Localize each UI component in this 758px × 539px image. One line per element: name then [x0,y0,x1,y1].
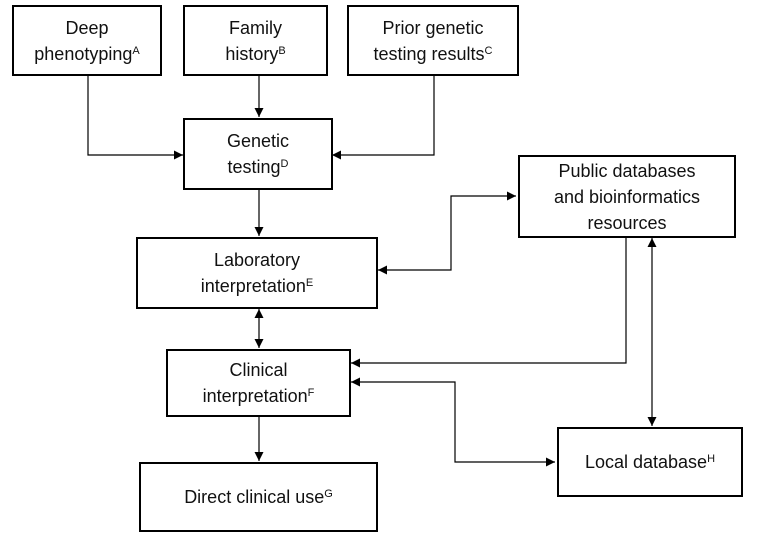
genetic-testing-box: Genetic testingD [183,118,333,190]
node-label: Family historyB [225,15,285,67]
prior-genetic-testing-box: Prior genetic testing resultsC [347,5,519,76]
node-footnote-letter: B [278,44,286,57]
node-label-text: history [225,43,279,64]
direct-clinical-use-box: Direct clinical useG [139,462,378,532]
node-label-line: resources [554,210,700,236]
node-label-text: resources [587,212,667,233]
node-label-line: interpretationE [201,273,313,299]
node-label: Clinical interpretationF [203,357,315,409]
node-label-line: and bioinformatics [554,184,700,210]
node-label-line: Clinical [203,357,315,383]
node-label-line: testing resultsC [373,41,492,67]
edge-public-to-clinical [351,238,627,368]
node-label-text: Family [228,17,282,38]
node-label: Public databases and bioinformatics resour… [554,158,700,236]
node-label: Genetic testingD [227,128,289,180]
node-footnote-letter: H [707,453,716,465]
clinical-interpretation-box: Clinical interpretationF [166,349,351,417]
node-label-text: Clinical [229,360,288,380]
node-label-line: Direct clinical useG [184,484,333,510]
node-label-line: historyB [225,41,285,67]
node-label-line: Public databases [554,158,700,184]
node-label-text: interpretation [200,276,306,296]
node-label-line: testingD [227,154,289,180]
node-label-line: Family [225,15,285,41]
node-label-text: Direct clinical use [184,487,325,507]
node-label-line: Genetic [227,128,289,154]
node-label-text: testing [227,157,281,177]
node-footnote-letter: A [132,44,140,57]
node-label-text: and bioinformatics [553,186,701,207]
node-label-line: Local databaseH [585,449,715,475]
public-databases-box: Public databases and bioinformatics resour… [518,155,736,238]
node-label: Deep phenotypingA [34,15,139,67]
node-footnote-letter: F [307,387,315,399]
node-label-text: interpretation [202,386,308,406]
node-footnote-letter: C [484,44,493,57]
deep-phenotyping-box: Deep phenotypingA [12,5,162,76]
edge-clinical-local-bidirectional [351,377,555,467]
node-label-text: Public databases [558,160,696,181]
node-footnote-letter: G [324,488,333,500]
laboratory-interpretation-box: Laboratory interpretationE [136,237,378,309]
edge-lab-public-bidirectional [378,191,516,275]
node-label-text: Genetic [226,131,290,151]
node-label-text: Laboratory [213,250,301,270]
edge-phenotyping-to-testing [87,76,183,160]
node-label-text: testing results [373,43,485,64]
node-label-line: Deep [34,15,139,41]
family-history-box: Family historyB [183,5,328,76]
node-label-line: Laboratory [201,247,313,273]
node-label-text: Prior genetic [382,17,484,38]
local-database-box: Local databaseH [557,427,743,497]
node-label: Prior genetic testing resultsC [373,15,492,67]
node-footnote-letter: E [305,277,314,289]
node-label-text: Deep [65,17,109,38]
node-label-line: Prior genetic [373,15,492,41]
node-label: Direct clinical useG [184,484,333,510]
node-label-line: phenotypingA [34,41,139,67]
node-label-line: interpretationF [203,383,315,409]
node-label: Local databaseH [585,449,715,475]
node-label-text: phenotyping [34,43,133,64]
edge-prior-to-testing [332,76,435,160]
node-footnote-letter: D [280,158,289,170]
node-label-text: Local database [584,452,708,472]
node-label: Laboratory interpretationE [201,247,313,299]
